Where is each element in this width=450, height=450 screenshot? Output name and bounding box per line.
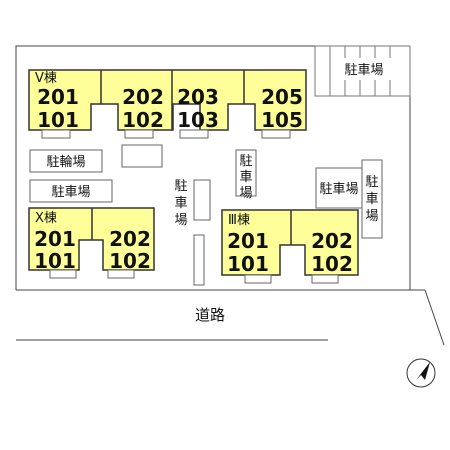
road-label: 道路 [195,306,225,324]
road-edge-diagonal [424,289,445,346]
unit-iii2-upper: 202 [311,229,353,253]
parking-label-left: 駐車場 [51,185,90,200]
building-iii [221,209,359,284]
building-v-name: Ⅴ棟 [35,71,57,86]
parking-label-mid-vertical: 駐 [239,154,252,169]
parking-label-far-right-vertical: 駐 [365,175,378,190]
unit-iii1-upper: 201 [227,229,269,253]
shed-center-low [193,234,205,286]
svg-text:場: 場 [239,186,252,201]
north-arrow-icon [406,358,436,388]
parking-label-top-right: 駐車場 [344,63,383,78]
storage-shed [121,144,163,168]
bicycle-parking-label: 駐輪場 [46,154,85,170]
building-v [28,69,307,139]
parking-label-center-char1: 駐 [174,179,187,194]
parking-lot-right [315,167,363,209]
parking-lot-top-right [314,45,411,97]
unit-v4-lower: 105 [261,108,303,132]
svg-text:場: 場 [365,209,378,224]
building-x [28,207,155,279]
svg-text:場: 場 [174,213,187,228]
unit-v2-lower: 102 [122,108,164,132]
site-boundary [15,45,411,290]
building-x-name: Ⅹ棟 [35,211,57,226]
unit-v3-upper: 203 [177,85,219,109]
unit-v3-lower: 103 [177,108,219,132]
bicycle-parking-area [29,149,103,173]
unit-v1-lower: 101 [37,108,79,132]
unit-iii2-lower: 102 [311,252,353,276]
unit-v2-upper: 202 [122,85,164,109]
unit-x1-upper: 201 [34,227,76,251]
unit-x2-upper: 202 [109,227,151,251]
svg-text:車: 車 [174,196,187,211]
building-iii-name: Ⅲ棟 [228,213,250,228]
parking-lot-left [29,179,113,203]
unit-v4-upper: 205 [261,85,303,109]
svg-text:車: 車 [239,170,252,185]
unit-x1-lower: 101 [34,249,76,273]
shed-center [193,179,211,221]
parking-label-right: 駐車場 [319,182,358,197]
parking-lot-far-right [361,159,383,239]
svg-text:車: 車 [365,192,378,207]
unit-x2-lower: 102 [109,249,151,273]
parking-lot-mid [235,149,257,197]
unit-v1-upper: 201 [37,85,79,109]
unit-iii1-lower: 101 [227,252,269,276]
